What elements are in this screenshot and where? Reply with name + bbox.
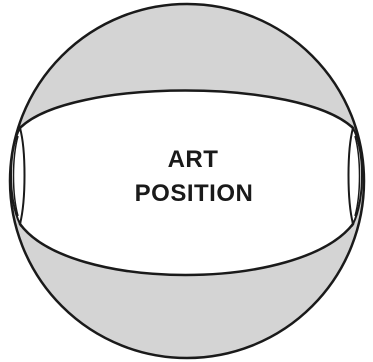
placeholder-label-line2: POSITION xyxy=(135,180,254,207)
placeholder-label-line1: ART xyxy=(168,146,219,173)
